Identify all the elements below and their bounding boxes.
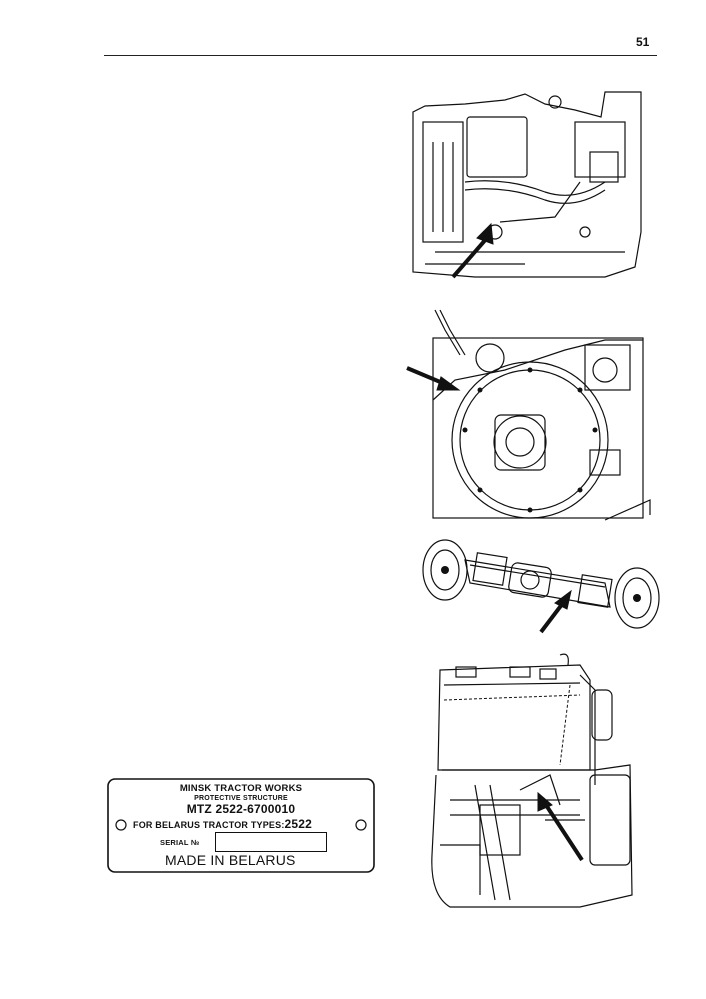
nameplate-serial-box	[215, 832, 327, 852]
nameplate-frame	[107, 778, 375, 873]
nameplate-structure-label: PROTECTIVE STRUCTURE	[194, 795, 288, 802]
mounting-hole-left-icon	[115, 819, 127, 831]
nameplate-made-in: MADE IN BELARUS	[165, 852, 296, 868]
nameplate-part-number: MTZ 2522-6700010	[186, 802, 296, 816]
nameplate-manufacturer: MINSK TRACTOR WORKS	[179, 783, 303, 794]
nameplate-tractor-types: FOR BELARUS TRACTOR TYPES:2522	[133, 817, 312, 831]
header-rule	[104, 55, 657, 56]
transmission-side-view-figure	[412, 91, 642, 279]
rear-axle-housing-figure	[406, 309, 651, 521]
tractor-types-label: FOR BELARUS TRACTOR TYPES:	[133, 820, 285, 830]
page-number: 51	[636, 35, 650, 49]
front-drive-axle-figure	[422, 539, 660, 634]
mounting-hole-right-icon	[355, 819, 367, 831]
nameplate-serial-label: SERIAL №	[160, 838, 200, 847]
rops-nameplate: MINSK TRACTOR WORKS PROTECTIVE STRUCTURE…	[107, 778, 375, 873]
tractor-model: 2522	[284, 817, 313, 831]
cab-front-view-figure	[431, 653, 633, 908]
